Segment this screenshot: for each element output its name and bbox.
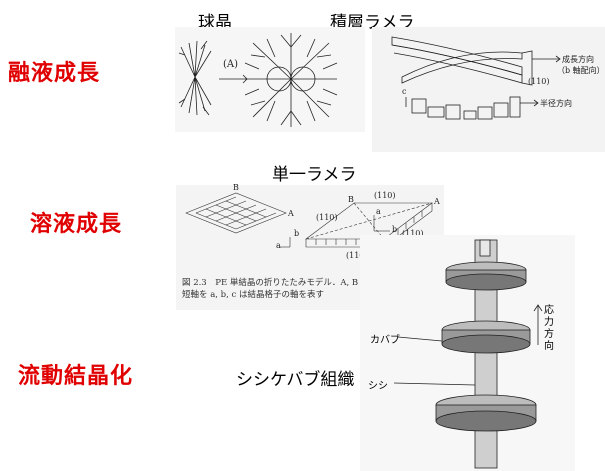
stacked-lamellae-drawing [391, 36, 561, 120]
plane-top-label: (110) [374, 191, 396, 200]
lattice-A-label: A [288, 209, 294, 218]
solution-growth-title: 溶液成長 [30, 212, 123, 237]
plane-right-label: (110) [402, 229, 424, 238]
caption-line-2: 短軸を a, b, c は結晶格子の軸を表す [182, 290, 324, 300]
kebab-label: カバブ [370, 335, 400, 346]
plate-A-label: A [434, 197, 440, 206]
plane-left-label: (110) [316, 213, 338, 222]
lattice-a-label: a [276, 241, 281, 250]
plane-bottom-label: (110) [346, 251, 368, 260]
flow-crystallization-title: 流動結晶化 [18, 364, 134, 389]
shish-label: シシ [368, 381, 388, 392]
stress-direction-label: 応力方向 [544, 305, 554, 352]
shishkebab-figure: カバブ シシ 応力方向 [360, 235, 575, 471]
caption-line-1: 図 2.3 PE 単結晶の折りたたみモデル．A, B は菱形結晶の長軸, [182, 278, 432, 288]
plate-B-label: B [348, 195, 354, 204]
lattice-B-label: B [233, 183, 239, 192]
spherulite-drawing [178, 33, 338, 127]
plane-110-label: (110) [528, 77, 550, 86]
stacked-lamellae-figure: 成長方向 （b 軸配向） (110) 半径方向 c [372, 27, 605, 152]
single-lamella-label: 単一ラメラ [272, 165, 357, 185]
shishkebab-drawing [393, 239, 543, 469]
c-axis-label: c [402, 87, 407, 96]
plate-b-label: b [392, 225, 398, 234]
b-axis-orientation-label: （b 軸配向） [557, 66, 605, 75]
plate-a-label: a [376, 207, 381, 216]
spherulite-arrow-label: (A) [223, 59, 239, 70]
melt-growth-title: 融液成長 [8, 61, 101, 86]
spherulite-figure: (A) [175, 27, 365, 132]
shishkebab-label: シシケバブ組織 [236, 370, 355, 390]
growth-direction-label: 成長方向 [562, 55, 594, 64]
figure-caption: 図 2.3 PE 単結晶の折りたたみモデル．A, B は菱形結晶の長軸, 短軸を… [182, 277, 440, 301]
lattice-b-label: b [294, 229, 300, 238]
radial-direction-label: 半径方向 [540, 99, 572, 108]
